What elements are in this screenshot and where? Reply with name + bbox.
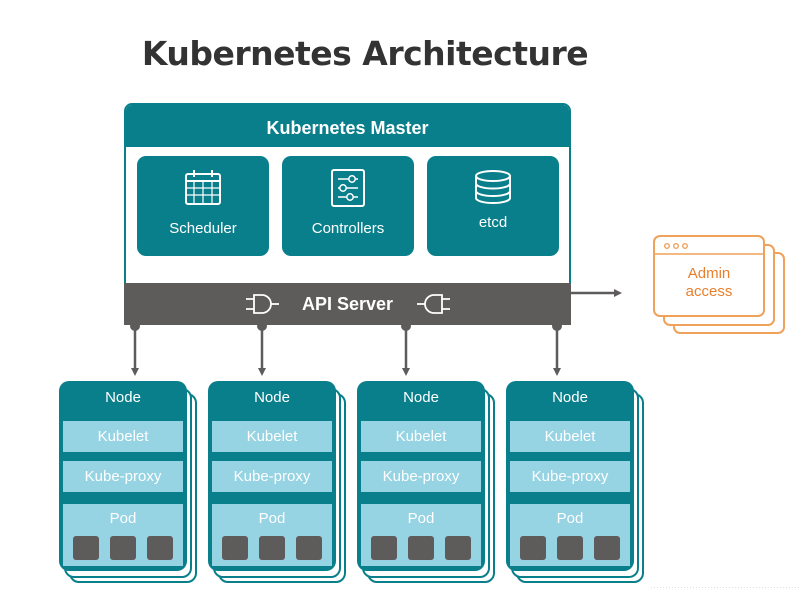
kubelet-row: Kubelet <box>212 421 332 452</box>
api-server-bar: API Server <box>124 283 571 325</box>
database-icon <box>475 170 511 204</box>
container-box <box>259 536 285 560</box>
container-box <box>147 536 173 560</box>
sliders-icon <box>331 169 365 207</box>
node-header: Node <box>254 389 290 406</box>
admin-access-window: Admin access <box>653 235 765 317</box>
container-box <box>222 536 248 560</box>
master-header: Kubernetes Master <box>126 105 569 147</box>
api-server-label: API Server <box>301 294 394 314</box>
controllers-component: Controllers <box>282 156 414 256</box>
container-box <box>557 536 583 560</box>
etcd-component: etcd <box>427 156 559 256</box>
pod-section: Pod <box>212 504 332 566</box>
pod-label: Pod <box>258 510 286 527</box>
calendar-icon <box>185 170 221 205</box>
admin-label-line2: access <box>685 283 733 300</box>
kube-proxy-row: Kube-proxy <box>63 461 183 492</box>
node-header: Node <box>552 389 588 406</box>
pod-section: Pod <box>63 504 183 566</box>
container-box <box>594 536 620 560</box>
controllers-label: Controllers <box>311 220 385 237</box>
container-box <box>520 536 546 560</box>
container-box <box>110 536 136 560</box>
kubelet-row: Kubelet <box>361 421 481 452</box>
container-box <box>296 536 322 560</box>
pod-label: Pod <box>109 510 137 527</box>
kube-proxy-row: Kube-proxy <box>361 461 481 492</box>
kubelet-row: Kubelet <box>510 421 630 452</box>
pod-label: Pod <box>407 510 435 527</box>
pod-section: Pod <box>510 504 630 566</box>
window-dots-icon <box>655 242 763 255</box>
pod-label: Pod <box>556 510 584 527</box>
pod-section: Pod <box>361 504 481 566</box>
node-header: Node <box>105 389 141 406</box>
etcd-label: etcd <box>478 214 508 231</box>
container-box <box>73 536 99 560</box>
container-box <box>408 536 434 560</box>
kube-proxy-row: Kube-proxy <box>510 461 630 492</box>
admin-access-label: Admin access <box>655 265 763 301</box>
admin-label-line1: Admin <box>687 265 731 282</box>
watermark: ········································… <box>650 582 799 592</box>
plug-left-icon <box>246 294 279 314</box>
scheduler-label: Scheduler <box>169 220 237 237</box>
kube-proxy-row: Kube-proxy <box>212 461 332 492</box>
container-box <box>445 536 471 560</box>
node-header: Node <box>403 389 439 406</box>
plug-right-icon <box>417 294 450 314</box>
kubelet-row: Kubelet <box>63 421 183 452</box>
diagram-title: Kubernetes Architecture <box>141 34 589 73</box>
scheduler-component: Scheduler <box>137 156 269 256</box>
container-box <box>371 536 397 560</box>
